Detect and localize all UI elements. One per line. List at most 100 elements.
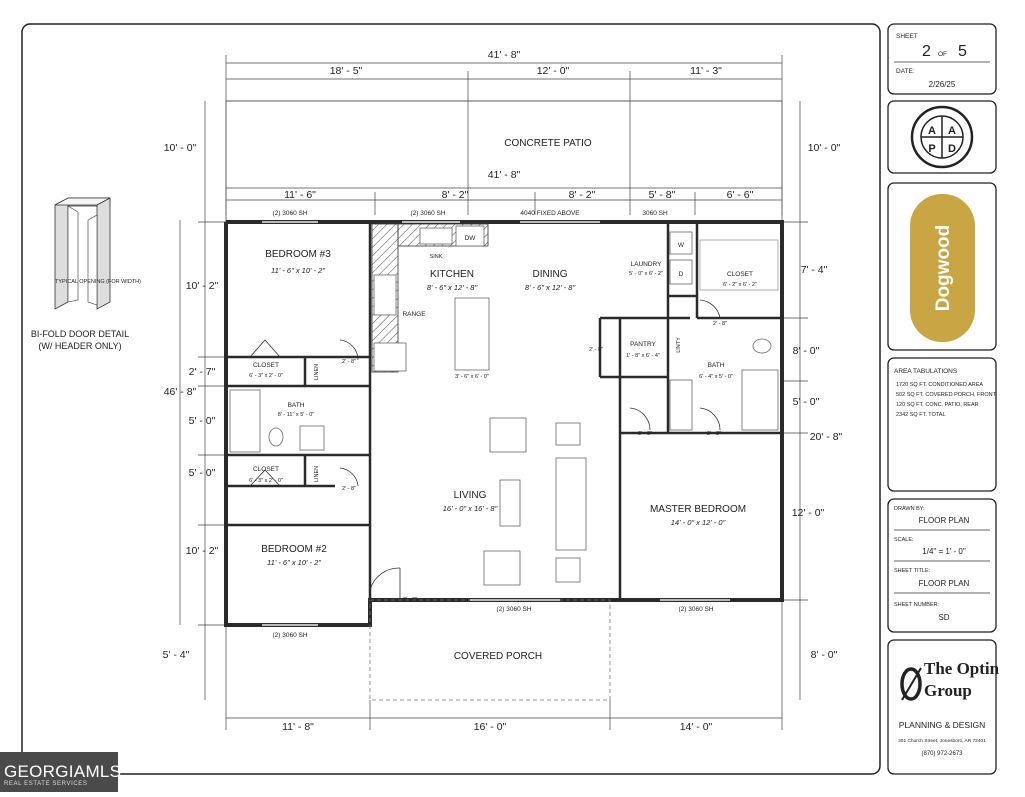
area-line: 2342 SQ FT. TOTAL (896, 412, 946, 418)
room-kitchen-size: 8' - 6" x 12' - 8" (427, 283, 478, 292)
range-label: RANGE (402, 311, 426, 318)
plan-name: Dogwood (933, 225, 954, 312)
drawing-info-box (887, 498, 997, 633)
linty-label: LINTY (676, 337, 682, 353)
dim-right: 20' - 8" (810, 431, 843, 443)
covered-porch (369, 599, 611, 701)
dryer-label: D (679, 271, 684, 278)
concrete-patio (225, 100, 783, 223)
sheet-label: SHEET (896, 33, 918, 40)
dim-top: 12' - 0" (537, 65, 570, 77)
dim-mid: 5' - 8" (649, 189, 676, 201)
window-label: 4040 FIXED ABOVE (520, 210, 580, 217)
sheet-border (21, 23, 881, 775)
dim-depth: 46' - 8" (164, 386, 197, 398)
window-label: (2) 3060 SH (272, 632, 307, 639)
room-living-size: 16' - 0" x 16' - 8" (443, 504, 498, 513)
bifold-door-detail-icon (54, 197, 111, 310)
watermark-word: GEORGIAMLS (4, 762, 122, 781)
sheet-number-value: SD (938, 613, 949, 622)
dim-left: 5' - 4" (163, 649, 190, 661)
room-closet2: CLOSET (253, 466, 279, 473)
room-master-closet: CLOSET (727, 271, 753, 278)
sheet-title: FLOOR PLAN (919, 579, 970, 588)
dim-mid: 8' - 2" (442, 189, 469, 201)
company-logo-icon (900, 667, 922, 701)
room-bath1: BATH (288, 402, 305, 409)
right-dimensions (782, 101, 808, 700)
kitchen-sink (419, 227, 453, 245)
hall-sink (299, 425, 325, 451)
room-living: LIVING (454, 490, 487, 501)
dim-top: 11' - 3" (690, 65, 722, 77)
company-name-line2: Group (924, 681, 972, 700)
island-label: 3' - 6" x 6' - 0" (455, 374, 489, 380)
dim-bottom: 14' - 0" (680, 721, 713, 733)
living-furniture (483, 417, 587, 586)
sheet-of: OF (938, 51, 947, 58)
washer-label: W (678, 242, 685, 249)
dw-label: DW (465, 235, 477, 242)
area-line: 1720 SQ FT. CONDITIONED AREA (896, 382, 983, 388)
dim-right: 10' - 0" (808, 142, 841, 154)
room-closet2-size: 6' - 3" x 2' - 0" (249, 478, 283, 484)
dim-right: 8' - 0" (793, 345, 820, 357)
dim-right: 12' - 0" (792, 507, 825, 519)
company-tagline: PLANNING & DESIGN (899, 720, 985, 730)
room-bedroom3: BEDROOM #3 (265, 249, 331, 260)
sink-label: SINK (430, 254, 443, 260)
svg-text:A: A (928, 125, 936, 137)
room-master-bedroom: MASTER BEDROOM (650, 504, 746, 515)
master-vanity (669, 379, 693, 431)
watermark-sub: REAL ESTATE SERVICES (4, 781, 88, 787)
sheet-number-label: SHEET NUMBER: (894, 602, 940, 608)
seal-box (887, 100, 997, 174)
door-size-label: 2' - 8" (707, 431, 721, 437)
dim-left: 10' - 0" (164, 142, 197, 154)
room-laundry: LAUNDRY (631, 261, 663, 268)
window-label: (2) 3060 SH (410, 210, 445, 217)
dim-top: 18' - 5" (330, 65, 363, 77)
room-kitchen: KITCHEN (430, 269, 474, 280)
company-phone: (870) 972-2673 (921, 751, 963, 757)
plan-name-box (887, 182, 997, 351)
range (373, 274, 397, 316)
dim-right: 8' - 0" (811, 649, 838, 661)
door-size-label: 2' - 8" (638, 431, 652, 437)
door-size-label: 2' - 8" (589, 347, 603, 353)
room-master-closet-size: 6' - 2" x 6' - 2" (723, 282, 757, 288)
dim-overall-width-mid: 41' - 8" (488, 169, 521, 181)
bottom-dimensions (225, 600, 783, 730)
patio-label: CONCRETE PATIO (504, 138, 592, 149)
room-dining-size: 8' - 6" x 12' - 8" (525, 283, 576, 292)
bifold-title: BI-FOLD DOOR DETAIL (31, 329, 129, 339)
window-label: (2) 3060 SH (678, 606, 713, 613)
area-line: 120 SQ FT. CONC. PATIO, REAR (896, 402, 979, 408)
dim-mid: 6' - 6" (727, 189, 754, 201)
bifold-subtitle: (W/ HEADER ONLY) (38, 341, 121, 351)
room-closet1-size: 6' - 3" x 2' - 0" (249, 373, 283, 379)
dim-right: 7' - 4" (801, 264, 828, 276)
area-title: AREA TABULATIONS (894, 368, 958, 375)
dim-mid: 8' - 2" (569, 189, 596, 201)
room-bath1-size: 8' - 11" x 5' - 0" (278, 412, 315, 418)
room-bedroom2: BEDROOM #2 (261, 544, 327, 555)
room-laundry-size: 5' - 0" x 6' - 2" (629, 271, 663, 277)
door-size-label: 2' - 8" (342, 359, 356, 365)
scale-value: 1/4" = 1' - 0" (922, 547, 966, 556)
svg-text:P: P (928, 143, 935, 155)
dim-left: 10' - 2" (186, 280, 219, 292)
dim-right: 5' - 0" (793, 396, 820, 408)
door-size-label: 3' - 0" (403, 597, 417, 603)
kitchen-island (454, 297, 490, 371)
room-dining: DINING (533, 269, 568, 280)
interior-walls (226, 222, 782, 600)
room-closet1: CLOSET (253, 362, 279, 369)
left-dimensions (179, 101, 226, 700)
linen1-label: LINEN (314, 364, 320, 380)
hall-toilet (268, 427, 284, 447)
dryer (669, 259, 693, 285)
door-swings (249, 299, 721, 600)
